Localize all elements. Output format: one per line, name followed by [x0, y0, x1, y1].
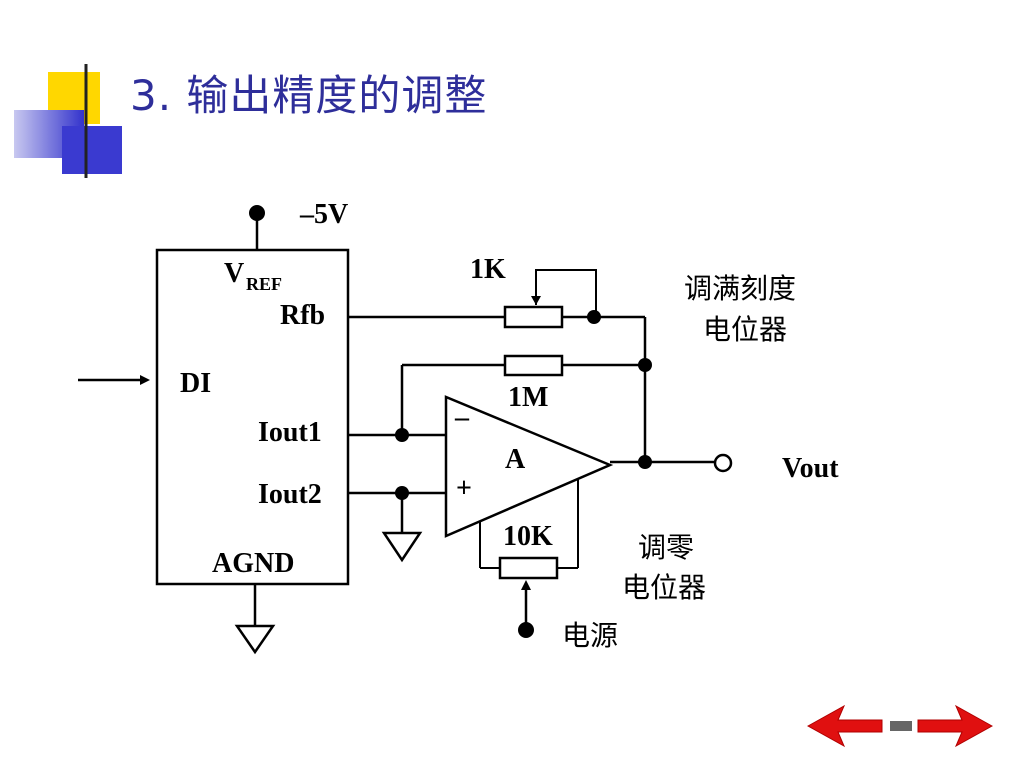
- zero-caption-line1: 调零: [638, 531, 694, 564]
- rfb-label: Rfb: [280, 300, 325, 331]
- r-1m-label: 1M: [508, 382, 548, 413]
- agnd-label: AGND: [212, 548, 294, 579]
- vout-label: Vout: [782, 453, 839, 484]
- di-label: DI: [180, 368, 211, 399]
- iout2-label: Iout2: [258, 479, 322, 510]
- next-arrow-icon[interactable]: [917, 704, 994, 748]
- ground-symbol-iout2: [381, 531, 423, 563]
- feedback-resistor-1m: [503, 354, 564, 377]
- nav-arrows: [806, 704, 994, 748]
- vref-subscript: REF: [246, 274, 282, 294]
- vout-terminal: [713, 453, 733, 473]
- neg5v-node: [249, 205, 265, 221]
- zero-potentiometer: [498, 556, 559, 580]
- full-scale-caption-line1: 调满刻度: [684, 272, 796, 305]
- corner-decoration: [14, 64, 940, 178]
- op-amp-plus: +: [456, 473, 472, 504]
- op-amp-minus: –: [454, 402, 470, 433]
- r-10k-label: 10K: [503, 521, 553, 552]
- slide-title: 3. 输出精度的调整: [130, 71, 488, 120]
- op-amp-name: A: [505, 444, 526, 475]
- neg5v-label: –5V: [299, 199, 348, 230]
- vref-label: V: [224, 258, 244, 289]
- power-label: 电源: [562, 619, 618, 652]
- full-scale-caption-line2: 电位器: [703, 313, 787, 346]
- prev-arrow-icon[interactable]: [806, 704, 883, 748]
- zero-caption-line2: 电位器: [622, 571, 706, 604]
- dac-chip-box: [155, 248, 350, 586]
- r-1k-label: 1K: [470, 254, 506, 285]
- op-amp: [444, 395, 614, 538]
- iout1-label: Iout1: [258, 417, 322, 448]
- power-node: [518, 622, 534, 638]
- full-scale-potentiometer: [503, 305, 564, 329]
- ground-symbol-agnd: [234, 624, 276, 655]
